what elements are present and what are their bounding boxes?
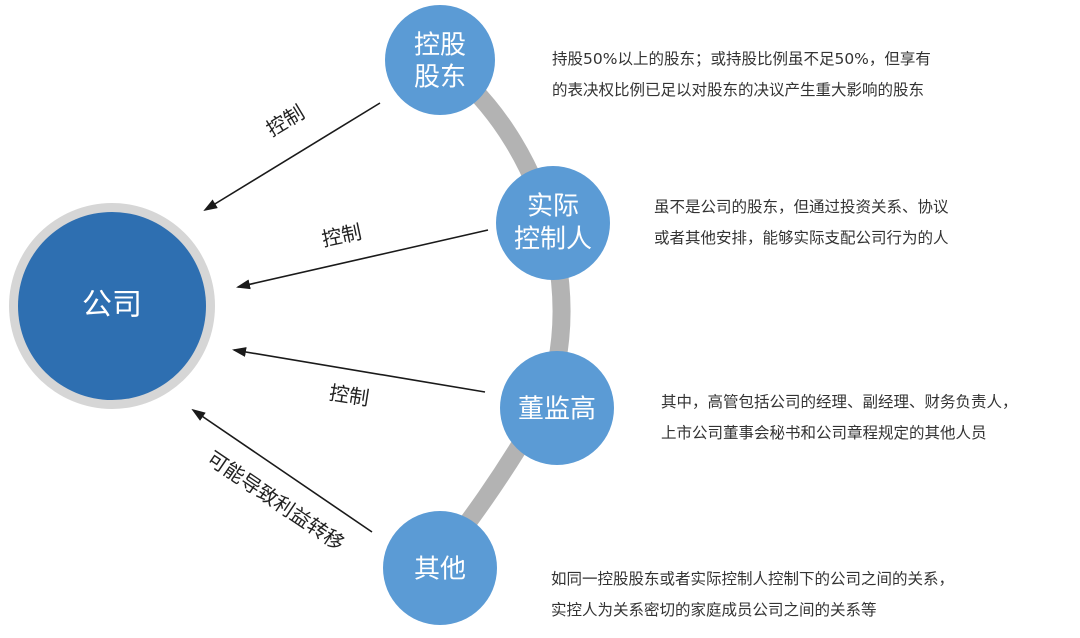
directors-supervisors-executives-circle — [500, 351, 614, 465]
description-line: 虽不是公司的股东，但通过投资关系、协议 — [654, 198, 949, 216]
description-directors-supervisors-executives: 其中，高管包括公司的经理、副经理、财务负责人， 上市公司董事会秘书和公司章程规定… — [661, 387, 1018, 449]
description-line: 持股50%以上的股东；或持股比例虽不足50%，但享有 — [552, 50, 931, 68]
directors-supervisors-executives-node: 董监高 — [500, 351, 614, 465]
description-line: 如同一控股股东或者实际控制人控制下的公司之间的关系， — [551, 570, 955, 588]
connector-arc — [431, 51, 571, 569]
directors-supervisors-executives-label: 董监高 — [518, 395, 596, 425]
description-line: 上市公司董事会秘书和公司章程规定的其他人员 — [661, 424, 987, 442]
controlling-shareholder-circle — [385, 5, 495, 115]
actual-controller-node: 实际 控制人 — [496, 166, 610, 280]
actual-controller-circle — [496, 166, 610, 280]
controlling-shareholder-node: 控股 股东 — [385, 5, 495, 115]
actual-controller-label-line1: 实际 — [527, 192, 579, 222]
others-node: 其他 — [383, 511, 497, 625]
company-circle — [18, 212, 206, 400]
description-others: 如同一控股股东或者实际控制人控制下的公司之间的关系， 实控人为关系密切的家庭成员… — [551, 564, 954, 626]
arrow-controlling-shareholder — [203, 102, 381, 212]
arrow-label-actual-controller: 控制 — [320, 220, 364, 252]
description-line: 其中，高管包括公司的经理、副经理、财务负责人， — [661, 393, 1018, 411]
arrow-actual-controller — [236, 229, 489, 290]
arrow-others — [191, 408, 373, 533]
description-line: 实控人为关系密切的家庭成员公司之间的关系等 — [551, 601, 877, 619]
others-label: 其他 — [414, 555, 466, 585]
controlling-shareholder-label-line2: 股东 — [414, 63, 466, 93]
company-node: 公司 — [9, 203, 215, 409]
controlling-shareholder-label-line1: 控股 — [414, 31, 466, 61]
others-circle — [383, 511, 497, 625]
actual-controller-label-line2: 控制人 — [514, 225, 592, 255]
description-actual-controller: 虽不是公司的股东，但通过投资关系、协议 或者其他安排，能够实际支配公司行为的人 — [654, 192, 949, 254]
description-line: 或者其他安排，能够实际支配公司行为的人 — [654, 229, 949, 247]
description-controlling-shareholder: 持股50%以上的股东；或持股比例虽不足50%，但享有 的表决权比例已足以对股东的… — [552, 44, 931, 106]
description-line: 的表决权比例已足以对股东的决议产生重大影响的股东 — [552, 81, 925, 99]
arrow-label-directors-supervisors-executives: 控制 — [328, 381, 371, 411]
arrow-directors-supervisors-executives — [232, 347, 486, 393]
arrow-label-controlling-shareholder: 控制 — [262, 100, 309, 141]
company-label: 公司 — [82, 288, 142, 323]
